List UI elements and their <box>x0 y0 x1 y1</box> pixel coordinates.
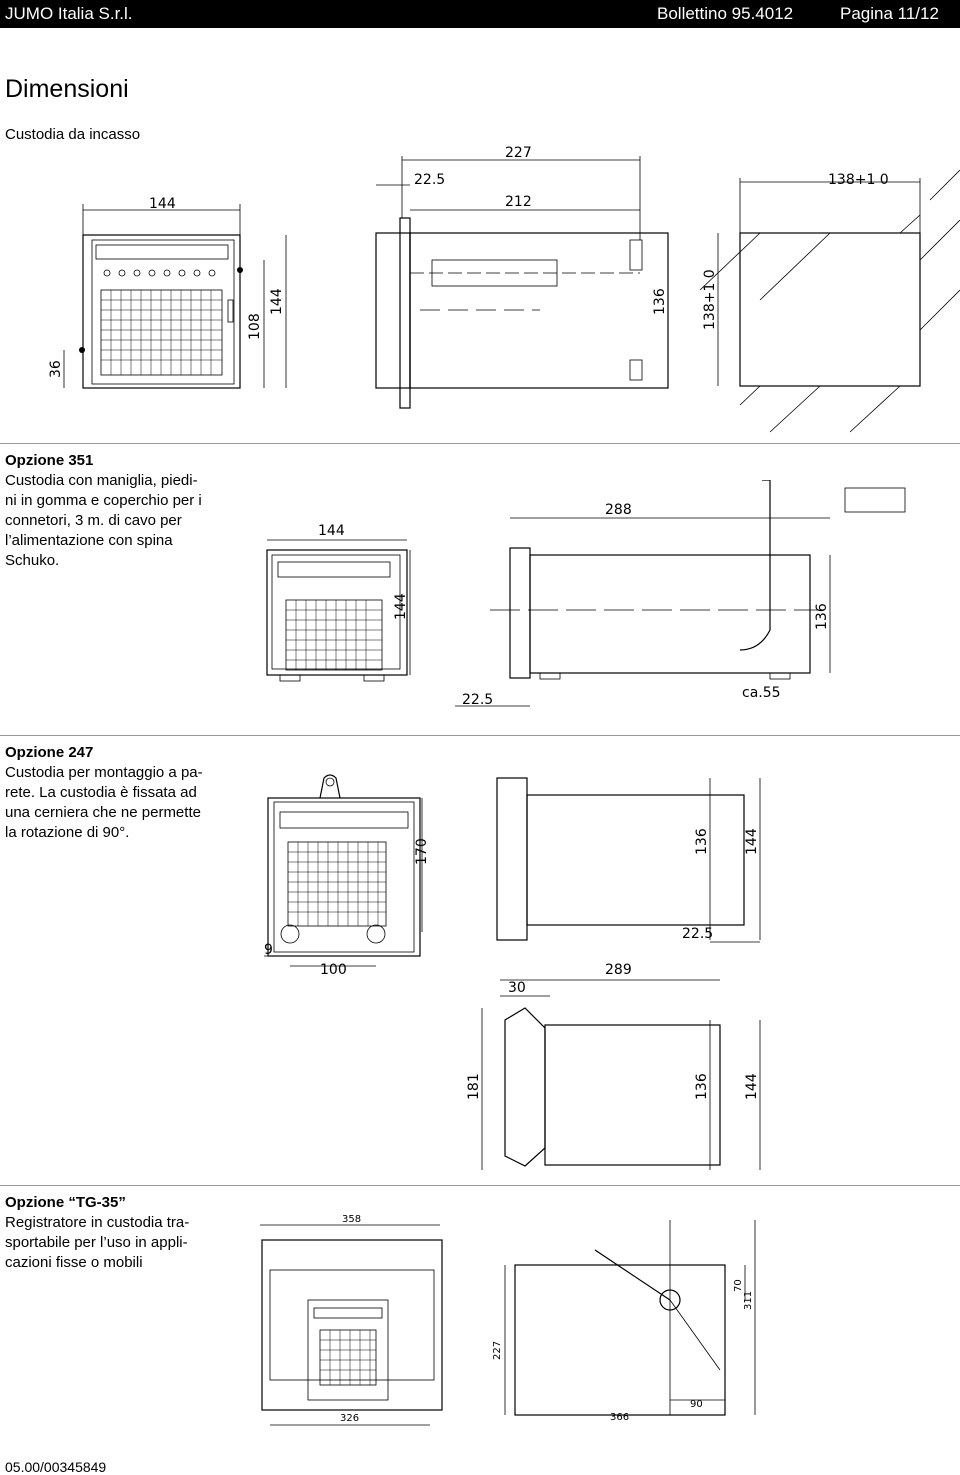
header-bar: JUMO Italia S.r.l. Bollettino 95.4012 Pa… <box>0 0 960 28</box>
drawing-tg35: 358 326 227 70 311 366 90 <box>260 1214 756 1426</box>
dim-hinge-depth: 30 <box>508 980 526 996</box>
dim-front-height: 144 <box>393 593 409 620</box>
dim-front-square: 144 <box>744 828 760 855</box>
dim-handle-offset: 70 <box>733 1279 744 1292</box>
dim-front-width: 144 <box>149 196 176 212</box>
dim-front-width: 144 <box>318 523 345 539</box>
dim-handle-depth: 90 <box>690 1399 703 1410</box>
section-opt247: Opzione 247 Custodia per montaggio a pa-… <box>5 743 203 843</box>
dim-side-depth: 366 <box>610 1412 629 1423</box>
page-subtitle: Custodia da incasso <box>5 126 141 143</box>
section-title: Opzione “TG-35” <box>5 1194 126 1211</box>
section-line: Schuko. <box>5 552 60 569</box>
section-line: cazioni fisse o mobili <box>5 1254 143 1271</box>
dim-hinge-spacing: 100 <box>320 962 347 978</box>
section-tg35: Opzione “TG-35” Registratore in custodia… <box>5 1193 189 1273</box>
dim-bezel-depth: 22.5 <box>414 172 445 188</box>
page-title: Dimensioni <box>5 75 129 103</box>
dim-depth: 288 <box>605 502 632 518</box>
dim-rotated-front: 144 <box>744 1073 760 1100</box>
section-line: Registratore in custodia tra- <box>5 1214 190 1231</box>
dim-bezel-depth: 22.5 <box>462 692 493 708</box>
separator <box>0 1185 960 1186</box>
footer-code: 05.00/00345849 <box>5 1459 107 1475</box>
section-line: la rotazione di 90°. <box>5 824 130 841</box>
section-title: Opzione 351 <box>5 452 94 469</box>
dim-body-square: 136 <box>694 828 710 855</box>
drawing-opt351: 144 144 288 136 22.5 ca.55 <box>266 480 906 708</box>
dim-bottom-offset: 36 <box>48 360 64 378</box>
section-line: rete. La custodia è fissata ad <box>5 784 197 801</box>
separator <box>0 443 960 444</box>
dim-cutout-width: 138+1 0 <box>828 172 889 188</box>
section-title: Opzione 247 <box>5 744 94 761</box>
section-line: l’alimentazione con spina <box>5 532 173 549</box>
section-line: una cerniera che ne permette <box>5 804 201 821</box>
dim-hinge-offset: 9 <box>264 942 273 958</box>
dim-rotated-depth: 289 <box>605 962 632 978</box>
section-line: connetori, 3 m. di cavo per <box>5 512 182 529</box>
company-name: JUMO Italia S.r.l. <box>5 4 133 23</box>
dim-bezel-depth: 22.5 <box>682 926 713 942</box>
dim-cable-clearance: ca.55 <box>742 685 781 701</box>
drawing-opt247: 170 9 100 136 144 22.5 289 30 181 136 14… <box>264 774 761 1170</box>
section-line: Custodia con maniglia, piedi- <box>5 472 198 489</box>
dim-base-width: 326 <box>340 1413 359 1424</box>
dim-rotated-height: 181 <box>466 1073 482 1100</box>
section-line: ni in gomma e coperchio per i <box>5 492 202 509</box>
section-opt351: Opzione 351 Custodia con maniglia, piedi… <box>5 451 202 571</box>
page-number: Pagina 11/12 <box>840 4 939 23</box>
dim-body-square: 136 <box>814 603 830 630</box>
drawing-panel-mount: 144 144 108 36 227 22.5 212 136 138+1 0 … <box>48 145 960 433</box>
dim-total-height: 311 <box>743 1291 754 1310</box>
dim-cutout-height: 138+1 0 <box>702 269 718 330</box>
separator <box>0 735 960 736</box>
bulletin-number: Bollettino 95.4012 <box>657 4 794 23</box>
dim-chart-height: 108 <box>247 313 263 340</box>
section-line: Custodia per montaggio a pa- <box>5 764 203 781</box>
dim-front-height: 144 <box>269 288 285 315</box>
dim-total-width: 358 <box>342 1214 361 1225</box>
dim-rotated-body: 136 <box>694 1073 710 1100</box>
dim-body-depth: 212 <box>505 194 532 210</box>
section-line: sportabile per l’uso in appli- <box>5 1234 188 1251</box>
dim-side-height: 227 <box>492 1341 503 1360</box>
dim-body-square: 136 <box>652 288 668 315</box>
dim-total-depth: 227 <box>505 145 532 161</box>
dim-height: 170 <box>414 838 430 865</box>
